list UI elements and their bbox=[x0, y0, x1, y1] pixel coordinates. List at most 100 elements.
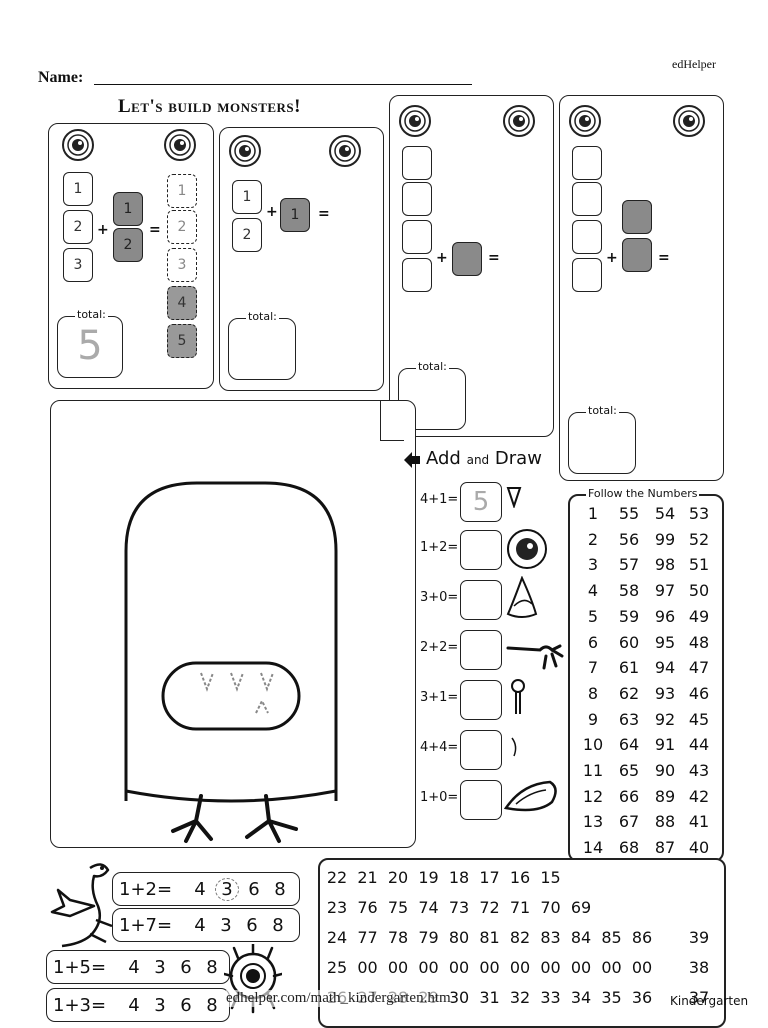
monster-block-shaded bbox=[622, 238, 652, 272]
choice-option[interactable]: 3 bbox=[220, 914, 232, 936]
answer-box[interactable] bbox=[460, 730, 502, 770]
grid-number: 84 bbox=[570, 928, 592, 947]
grid-number: 78 bbox=[387, 928, 409, 947]
grid-number: 00 bbox=[448, 958, 470, 977]
grid-number: 76 bbox=[357, 898, 378, 917]
choice-option[interactable]: 4 bbox=[128, 994, 140, 1016]
answer-box[interactable] bbox=[460, 780, 502, 820]
answer-box[interactable] bbox=[460, 580, 502, 620]
follow-number: 97 bbox=[654, 581, 676, 601]
eyeball-icon bbox=[229, 135, 261, 167]
monster-block bbox=[572, 258, 602, 292]
grid-number: 36 bbox=[631, 988, 653, 1007]
total-box[interactable] bbox=[568, 412, 636, 474]
follow-number: 88 bbox=[654, 812, 676, 832]
follow-number: 63 bbox=[618, 709, 640, 729]
choice-option[interactable]: 6 bbox=[246, 914, 258, 936]
follow-number: 46 bbox=[688, 683, 710, 703]
grid-number: 38 bbox=[688, 958, 710, 977]
answer-box[interactable] bbox=[460, 530, 502, 570]
add-word: Add bbox=[426, 448, 461, 469]
monster-panel-2: 1 2 + 1 = total: bbox=[219, 127, 384, 391]
choice-option[interactable]: 8 bbox=[274, 878, 286, 900]
follow-number: 41 bbox=[688, 812, 710, 832]
follow-number: 93 bbox=[654, 683, 676, 703]
answer-box[interactable]: 5 bbox=[460, 482, 502, 522]
choice-option[interactable]: 4 bbox=[194, 878, 206, 900]
monster-block bbox=[402, 146, 432, 180]
choice-option[interactable]: 4 bbox=[128, 956, 140, 978]
choice-option[interactable]: 8 bbox=[272, 914, 284, 936]
choice-option[interactable]: 8 bbox=[206, 994, 218, 1016]
monster-block: 2 bbox=[63, 210, 93, 244]
choice-option[interactable]: 8 bbox=[206, 956, 218, 978]
follow-number: 96 bbox=[654, 606, 676, 626]
eyeball-icon bbox=[399, 105, 431, 137]
follow-number: 44 bbox=[688, 735, 710, 755]
grid-number: 00 bbox=[540, 958, 561, 977]
follow-number: 99 bbox=[654, 529, 676, 549]
grid-number: 23 bbox=[326, 898, 348, 917]
tongue-icon bbox=[503, 780, 557, 812]
eyeball-icon bbox=[329, 135, 361, 167]
follow-number: 54 bbox=[654, 504, 676, 523]
follow-number: 49 bbox=[688, 606, 710, 626]
choice-option[interactable]: 3 bbox=[215, 877, 239, 901]
footer-url[interactable]: edhelper.com/math_kindergarten.htm bbox=[226, 990, 451, 1007]
equation-text: 3+1= bbox=[420, 690, 459, 705]
grid-number: 00 bbox=[418, 958, 439, 977]
choice-option[interactable]: 4 bbox=[194, 914, 206, 936]
plus-sign: + bbox=[606, 250, 618, 266]
result-block: 1 bbox=[167, 174, 197, 208]
grid-number: 71 bbox=[509, 898, 531, 917]
total-box[interactable]: 5 bbox=[57, 316, 123, 378]
follow-number: 57 bbox=[618, 555, 640, 575]
total-box[interactable] bbox=[228, 318, 296, 380]
monster-block bbox=[402, 258, 432, 292]
follow-number: 11 bbox=[582, 761, 604, 780]
grid-number: 30 bbox=[448, 988, 470, 1007]
plus-sign: + bbox=[266, 204, 278, 220]
follow-number: 48 bbox=[688, 632, 710, 652]
monster-block: 2 bbox=[232, 218, 262, 252]
follow-number: 50 bbox=[688, 581, 710, 601]
monster-panel-3: + = total: bbox=[389, 95, 554, 437]
equation-text: 1+2= bbox=[420, 540, 459, 555]
grid-number: 00 bbox=[357, 958, 378, 977]
monster-block bbox=[402, 182, 432, 216]
footer-grade: Kindergarten bbox=[670, 994, 749, 1008]
follow-number: 53 bbox=[688, 504, 710, 523]
equation-text: 1+0= bbox=[420, 790, 459, 805]
grid-number: 00 bbox=[601, 958, 622, 977]
choice-option[interactable]: 6 bbox=[180, 994, 192, 1016]
monster-block-shaded: 2 bbox=[113, 228, 143, 262]
grid-number: 77 bbox=[357, 928, 378, 947]
answer-value: 5 bbox=[472, 487, 490, 517]
answer-box[interactable] bbox=[460, 680, 502, 720]
grid-number: 19 bbox=[418, 868, 439, 887]
follow-number: 47 bbox=[688, 658, 710, 678]
grid-number: 15 bbox=[540, 868, 561, 887]
choice-equation: 1+2= bbox=[119, 878, 173, 900]
drawing-panel[interactable] bbox=[50, 400, 416, 848]
grid-number: 00 bbox=[631, 958, 653, 977]
eyeball-icon bbox=[673, 105, 705, 137]
answer-box[interactable] bbox=[460, 630, 502, 670]
plus-sign: + bbox=[97, 222, 109, 238]
grid-number: 69 bbox=[570, 898, 592, 917]
choice-equation: 1+3= bbox=[53, 994, 107, 1016]
choice-option[interactable]: 6 bbox=[248, 878, 260, 900]
grid-number: 32 bbox=[509, 988, 531, 1007]
grid-number: 00 bbox=[479, 958, 500, 977]
grid-number: 20 bbox=[387, 868, 409, 887]
grid-number: 82 bbox=[509, 928, 531, 947]
follow-label: Follow the Numbers bbox=[586, 487, 700, 500]
name-line[interactable] bbox=[94, 84, 472, 85]
choice-option[interactable]: 6 bbox=[180, 956, 192, 978]
choice-option[interactable]: 3 bbox=[154, 994, 166, 1016]
choice-option[interactable]: 3 bbox=[154, 956, 166, 978]
arrow-left-icon bbox=[404, 452, 420, 468]
grid-number: 39 bbox=[688, 928, 710, 947]
follow-number: 58 bbox=[618, 581, 640, 601]
